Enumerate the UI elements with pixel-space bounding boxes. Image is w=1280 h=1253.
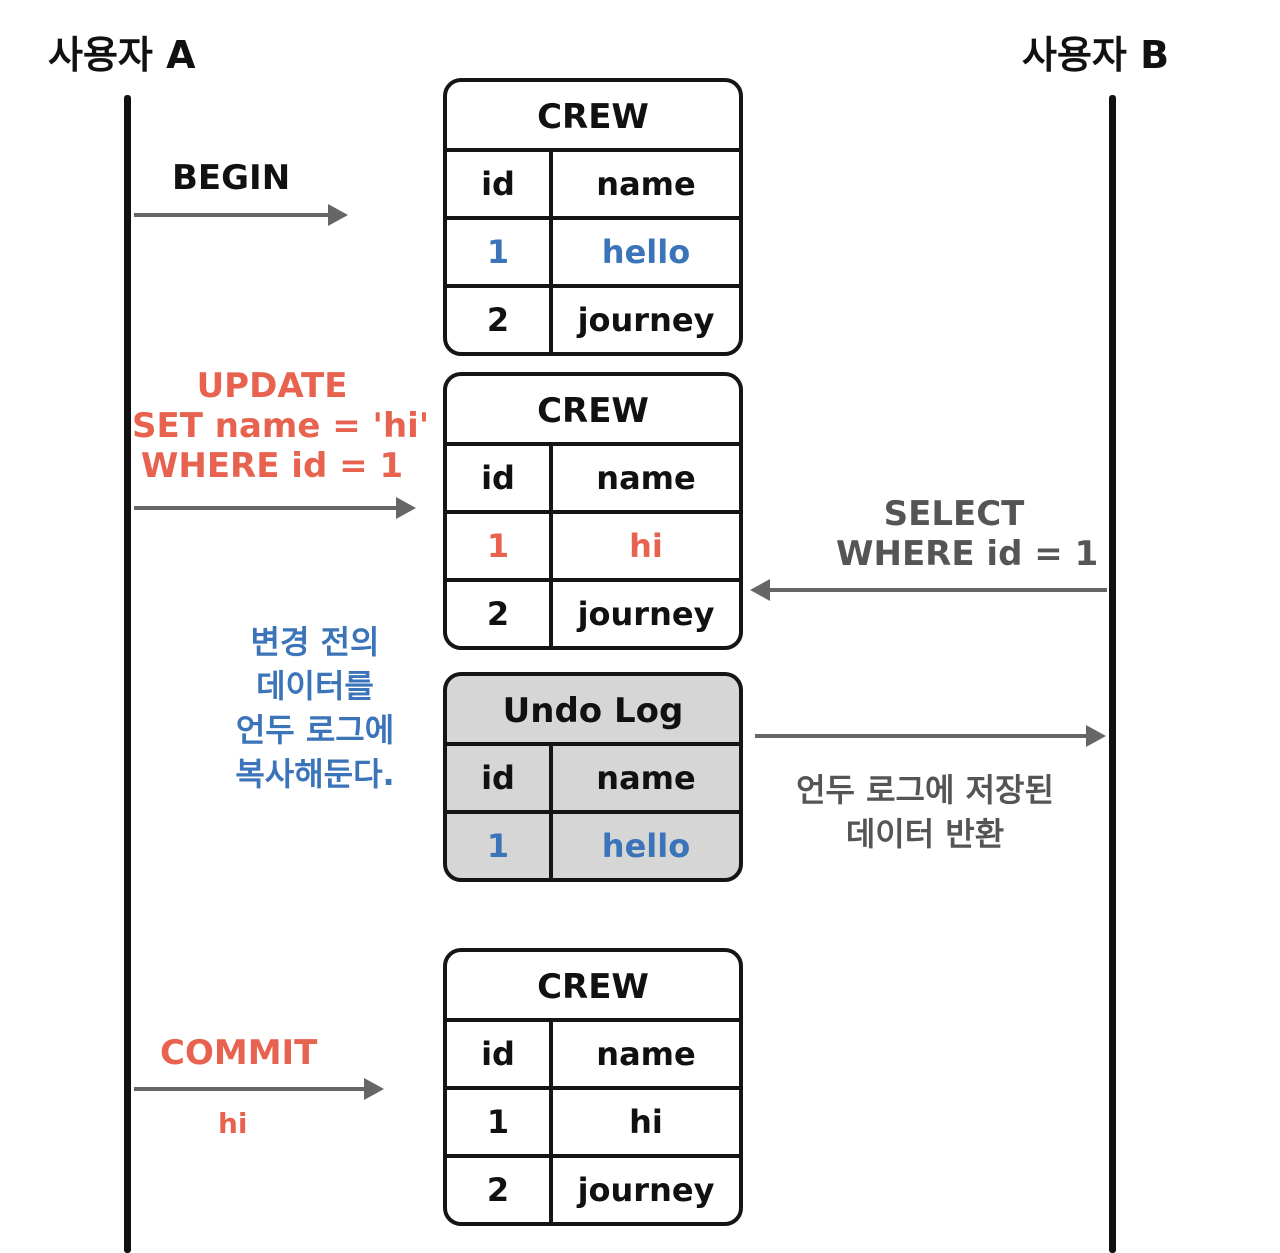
id-cell: 2: [447, 1158, 553, 1222]
id-header: id: [447, 1022, 553, 1086]
table-row: 2 journey: [447, 284, 739, 352]
select-line: SELECT: [883, 494, 1025, 534]
crew-table-initial: CREW id name 1 hello 2 journey: [443, 78, 743, 356]
id-cell: 2: [447, 288, 553, 352]
table-header-row: id name: [447, 148, 739, 216]
note-line: 언두 로그에 저장된: [796, 771, 1054, 809]
commit-value: hi: [218, 1107, 248, 1140]
note-line: 복사해둔다.: [235, 755, 395, 793]
undo-return-note: 언두 로그에 저장된 데이터 반환: [770, 768, 1080, 856]
table-header-row: id name: [447, 442, 739, 510]
name-cell: journey: [577, 595, 715, 633]
crew-table-committed: CREW id name 1 hi 2 journey: [443, 948, 743, 1226]
update-line: WHERE id = 1: [140, 446, 404, 486]
name-header: name: [596, 1035, 696, 1073]
name-header: name: [596, 759, 696, 797]
commit-arrow: [134, 1078, 384, 1100]
table-header-row: id name: [447, 742, 739, 810]
undo-return-arrow: [755, 725, 1106, 747]
update-statement: UPDATE SET name = 'hi' WHERE id = 1: [132, 366, 430, 486]
update-line: SET name = 'hi': [132, 406, 430, 446]
table-title: CREW: [537, 391, 649, 431]
table-header-row: id name: [447, 1018, 739, 1086]
name-cell: journey: [577, 1171, 715, 1209]
table-row: 1 hello: [447, 810, 739, 878]
update-arrow: [134, 497, 416, 519]
begin-label: BEGIN: [172, 158, 291, 198]
user-b-lifeline: [1109, 95, 1116, 1253]
name-header: name: [596, 459, 696, 497]
table-title: CREW: [537, 97, 649, 137]
table-row: 1 hi: [447, 1086, 739, 1154]
id-header: id: [447, 152, 553, 216]
update-line: UPDATE: [196, 366, 348, 406]
undo-copy-note: 변경 전의 데이터를 언두 로그에 복사해둔다.: [200, 620, 430, 796]
id-cell: 1: [447, 814, 553, 878]
id-cell: 1: [447, 514, 553, 578]
id-cell: 1: [447, 1090, 553, 1154]
crew-table-updated: CREW id name 1 hi 2 journey: [443, 372, 743, 650]
undo-log-table: Undo Log id name 1 hello: [443, 672, 743, 882]
select-statement: SELECT WHERE id = 1: [836, 494, 1099, 574]
user-a-lifeline: [124, 95, 131, 1253]
begin-arrow: [134, 204, 348, 226]
note-line: 데이터 반환: [845, 815, 1005, 853]
note-line: 변경 전의: [250, 623, 380, 661]
name-cell: hi: [629, 1103, 663, 1141]
select-arrow: [750, 579, 1107, 601]
name-cell: hello: [601, 233, 691, 271]
user-b-label: 사용자 B: [1022, 33, 1170, 77]
commit-label: COMMIT: [160, 1033, 318, 1073]
select-line: WHERE id = 1: [836, 534, 1099, 574]
table-row: 2 journey: [447, 1154, 739, 1222]
name-cell: journey: [577, 301, 715, 339]
id-cell: 1: [447, 220, 553, 284]
note-line: 언두 로그에: [235, 711, 395, 749]
name-cell: hello: [601, 827, 691, 865]
id-header: id: [447, 746, 553, 810]
name-header: name: [596, 165, 696, 203]
id-cell: 2: [447, 582, 553, 646]
table-row: 1 hi: [447, 510, 739, 578]
note-line: 데이터를: [256, 667, 374, 705]
table-title: CREW: [537, 967, 649, 1007]
table-row: 2 journey: [447, 578, 739, 646]
table-row: 1 hello: [447, 216, 739, 284]
user-a-label: 사용자 A: [48, 33, 196, 77]
table-title: Undo Log: [502, 691, 684, 731]
id-header: id: [447, 446, 553, 510]
name-cell: hi: [629, 527, 663, 565]
